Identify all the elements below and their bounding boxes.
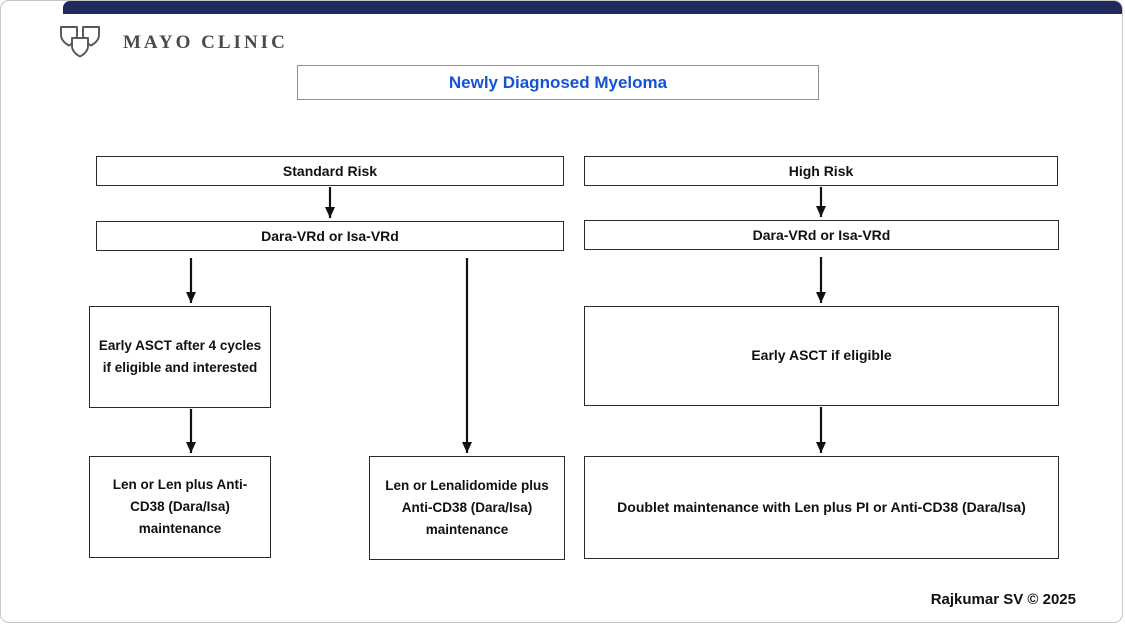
attribution: Rajkumar SV © 2025 bbox=[930, 591, 1076, 608]
node-early-asct-standard: Early ASCT after 4 cycles if eligible an… bbox=[89, 306, 271, 408]
mayo-clinic-logo: MAYO CLINIC bbox=[59, 25, 288, 61]
node-high-risk: High Risk bbox=[584, 156, 1058, 186]
page-title: Newly Diagnosed Myeloma bbox=[297, 65, 819, 100]
node-standard-risk-label: Standard Risk bbox=[282, 163, 378, 179]
node-early-asct-high-label: Early ASCT if eligible bbox=[751, 347, 892, 364]
node-standard-induction-label: Dara-VRd or Isa-VRd bbox=[261, 228, 399, 244]
node-maintenance-after-asct: Len or Len plus Anti-CD38 (Dara/Isa) mai… bbox=[89, 456, 271, 558]
node-standard-induction: Dara-VRd or Isa-VRd bbox=[96, 221, 564, 251]
node-high-induction: Dara-VRd or Isa-VRd bbox=[584, 220, 1059, 250]
node-early-asct-standard-label: Early ASCT after 4 cycles if eligible an… bbox=[98, 337, 262, 375]
node-high-risk-label: High Risk bbox=[788, 163, 854, 179]
node-doublet-maintenance-label: Doublet maintenance with Len plus PI or … bbox=[617, 498, 1026, 515]
node-maintenance-after-asct-label: Len or Len plus Anti-CD38 (Dara/Isa) mai… bbox=[112, 476, 248, 537]
node-doublet-maintenance: Doublet maintenance with Len plus PI or … bbox=[584, 456, 1059, 559]
node-early-asct-high: Early ASCT if eligible bbox=[584, 306, 1059, 406]
node-maintenance-no-asct: Len or Lenalidomide plus Anti-CD38 (Dara… bbox=[369, 456, 565, 560]
mayo-shields-icon bbox=[60, 26, 100, 58]
node-standard-risk: Standard Risk bbox=[96, 156, 564, 186]
node-high-induction-label: Dara-VRd or Isa-VRd bbox=[752, 227, 891, 243]
top-accent-bar bbox=[63, 1, 1122, 14]
logo-wordmark: MAYO CLINIC bbox=[123, 32, 288, 53]
page-title-text: Newly Diagnosed Myeloma bbox=[448, 72, 668, 92]
node-maintenance-no-asct-label: Len or Lenalidomide plus Anti-CD38 (Dara… bbox=[385, 477, 549, 538]
